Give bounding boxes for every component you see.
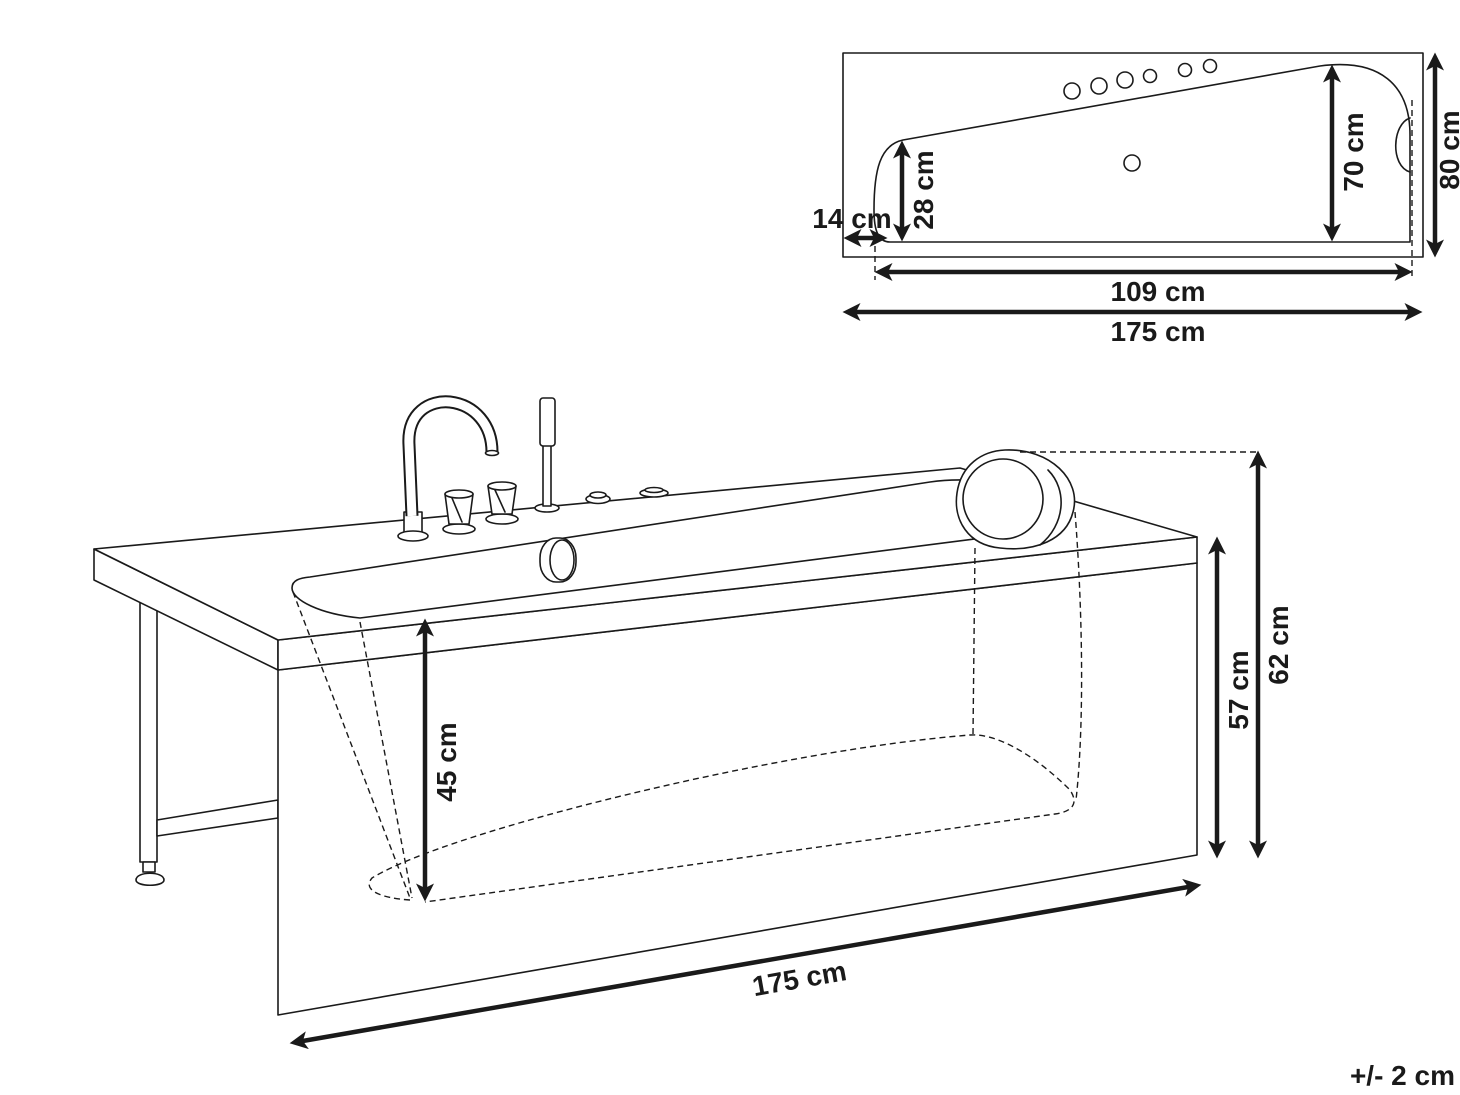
button-top: [589, 491, 607, 499]
drain-icon: [1123, 154, 1141, 172]
leg-crossbar: [156, 799, 279, 837]
leg-stub: [142, 861, 156, 873]
label-80-cm: 80 cm: [1434, 110, 1460, 189]
shower-handle: [542, 443, 552, 507]
control-buttons: [585, 486, 669, 505]
mixer-handle-left: [442, 489, 476, 535]
label-70-cm: 70 cm: [1338, 112, 1369, 191]
headrest-edge: [1039, 469, 1062, 546]
hidden-line: [972, 547, 976, 736]
mixer-handle-right: [485, 481, 519, 525]
hidden-basin-floor: [368, 734, 1075, 903]
hidden-line: [1074, 511, 1083, 801]
hidden-line: [359, 621, 413, 899]
headrest-recess-plan: [1394, 117, 1411, 173]
massage-jets-plan: [1063, 58, 1218, 100]
handle-base: [485, 513, 519, 525]
handle-top: [444, 489, 474, 499]
handle-facet: [451, 497, 463, 523]
knob-face: [549, 539, 575, 581]
support-leg: [135, 599, 279, 887]
label-62-cm: 62 cm: [1263, 605, 1294, 684]
dimension-arrow-175-side: [289, 878, 1202, 1050]
faucet-base-ring: [397, 530, 429, 542]
shower-head: [539, 397, 556, 447]
jet-icon: [1177, 62, 1193, 78]
hidden-line: [292, 591, 411, 899]
jet-icon: [1202, 58, 1218, 74]
jet-icon: [1116, 71, 1134, 89]
faucet: [397, 395, 500, 542]
tolerance-note: +/- 2 cm: [1350, 1060, 1455, 1091]
jet-icon: [1090, 77, 1108, 95]
headrest: [955, 449, 1076, 550]
button-top: [644, 486, 664, 494]
jet-icon: [1142, 68, 1158, 84]
headrest-face: [962, 458, 1044, 540]
jet-icon: [1063, 82, 1081, 100]
handle-facet: [494, 489, 506, 513]
faucet-spout: [404, 397, 497, 517]
basin-hidden-lines: [292, 511, 1083, 903]
overflow-knob: [539, 537, 577, 583]
perspective-view: 45 cm 57 cm 62 cm 175 cm: [93, 395, 1294, 1050]
leg-post: [139, 599, 158, 863]
handle-base: [442, 523, 476, 535]
label-175-cm-plan: 175 cm: [1111, 316, 1206, 347]
plan-view: 14 cm 28 cm 70 cm 80 cm 109 cm 175 cm: [812, 52, 1460, 347]
label-28-cm: 28 cm: [908, 150, 939, 229]
leg-foot: [135, 872, 165, 887]
label-109-cm: 109 cm: [1111, 276, 1206, 307]
handle-top: [487, 481, 517, 491]
label-14-cm: 14 cm: [812, 203, 891, 234]
faucet-spout-tip: [484, 449, 500, 457]
hand-shower: [534, 397, 560, 513]
label-57-cm: 57 cm: [1223, 650, 1254, 729]
label-45-cm: 45 cm: [431, 722, 462, 801]
